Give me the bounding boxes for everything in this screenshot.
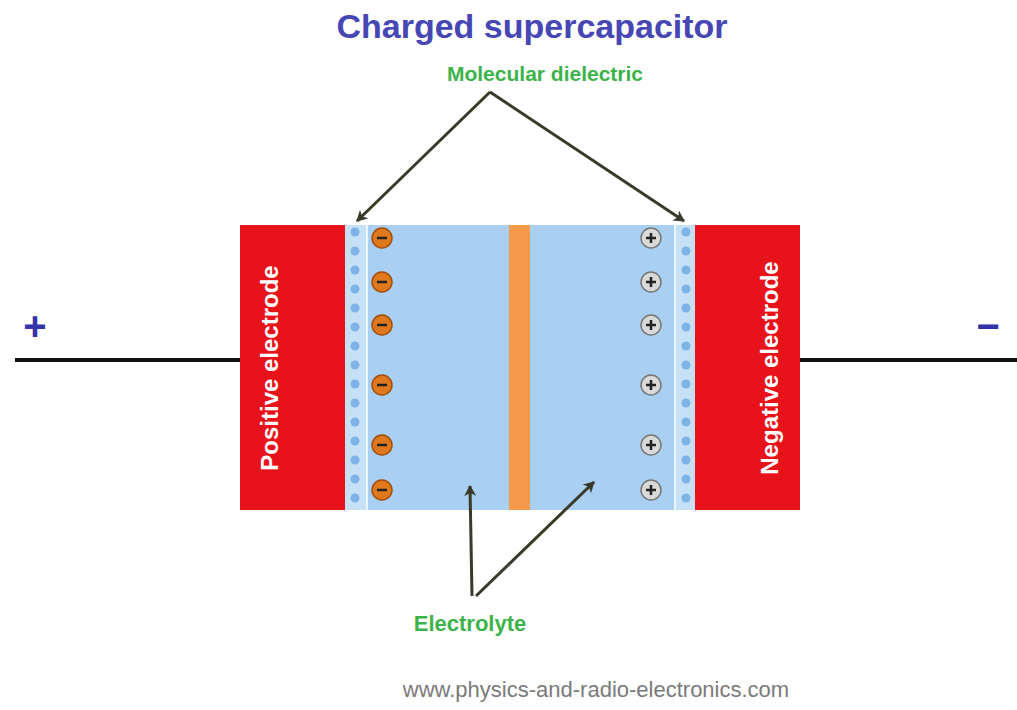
- dielectric-molecule: [682, 304, 691, 313]
- callout-label: Molecular dielectric: [447, 62, 643, 86]
- watermark: www.physics-and-radio-electronics.com: [403, 677, 789, 703]
- dielectric-molecule: [351, 304, 360, 313]
- ion-sign: [650, 440, 653, 450]
- dielectric-molecule: [351, 437, 360, 446]
- dielectric-molecule: [682, 228, 691, 237]
- dielectric-molecule: [682, 380, 691, 389]
- dielectric-molecule: [351, 418, 360, 427]
- dielectric-molecule: [351, 361, 360, 370]
- ion-sign: [650, 233, 653, 243]
- dielectric-molecule: [682, 494, 691, 503]
- ion-sign: [377, 489, 387, 492]
- dielectric-layer: [345, 225, 367, 510]
- terminal-sign: +: [23, 304, 46, 349]
- positive-ion: [641, 315, 661, 335]
- leader-arrow: [357, 92, 490, 221]
- ion-sign: [377, 237, 387, 240]
- dielectric-boundary: [674, 225, 676, 510]
- dielectric-molecule: [351, 456, 360, 465]
- dielectric-boundary: [366, 225, 368, 510]
- dielectric-molecule: [682, 456, 691, 465]
- electrode-plate: Positive electrode: [240, 225, 345, 510]
- positive-ion: [641, 480, 661, 500]
- lead-wire: [800, 358, 1017, 362]
- dielectric-molecule: [351, 247, 360, 256]
- ion-sign: [377, 281, 387, 284]
- dielectric-molecule: [351, 266, 360, 275]
- negative-ion: [372, 435, 392, 455]
- positive-ion: [641, 375, 661, 395]
- dielectric-molecule: [682, 418, 691, 427]
- dielectric-layer: [675, 225, 695, 510]
- positive-ion: [641, 435, 661, 455]
- terminal-sign: −: [976, 304, 999, 349]
- dielectric-molecule: [682, 399, 691, 408]
- negative-ion: [372, 228, 392, 248]
- title: Charged supercapacitor: [336, 7, 727, 46]
- dielectric-molecule: [351, 342, 360, 351]
- ion-layer: [308, 228, 722, 503]
- leader-arrow: [470, 486, 472, 596]
- dielectric-molecule: [351, 323, 360, 332]
- electrolyte-region: [345, 225, 695, 510]
- lead-wire: [15, 358, 240, 362]
- negative-ion: [372, 272, 392, 292]
- electrode-label: Positive electrode: [256, 265, 284, 470]
- dielectric-molecule: [351, 380, 360, 389]
- dielectric-molecule: [682, 266, 691, 275]
- dielectric-molecule: [351, 285, 360, 294]
- electrode-label: Negative electrode: [756, 261, 784, 474]
- ion-sign: [650, 380, 653, 390]
- ion-sign: [377, 384, 387, 387]
- ion-sign: [377, 324, 387, 327]
- callout-label: Electrolyte: [414, 611, 527, 637]
- dielectric-molecule: [351, 228, 360, 237]
- dielectric-molecule: [682, 323, 691, 332]
- dielectric-molecule: [682, 475, 691, 484]
- dielectric-molecule: [682, 361, 691, 370]
- negative-ion: [372, 480, 392, 500]
- leader-arrow: [490, 92, 684, 221]
- dielectric-molecule: [351, 475, 360, 484]
- dielectric-molecule: [351, 494, 360, 503]
- dielectric-molecule: [682, 285, 691, 294]
- ion-sign: [650, 277, 653, 287]
- positive-ion: [641, 272, 661, 292]
- dielectric-molecule: [682, 437, 691, 446]
- ion-sign: [650, 320, 653, 330]
- leader-arrow: [476, 482, 594, 596]
- positive-ion: [641, 228, 661, 248]
- ion-sign: [377, 444, 387, 447]
- separator: [509, 225, 530, 510]
- negative-ion: [372, 375, 392, 395]
- electrode-plate: Negative electrode: [695, 225, 800, 510]
- dielectric-molecule: [351, 399, 360, 408]
- negative-ion: [372, 315, 392, 335]
- ion-sign: [650, 485, 653, 495]
- dielectric-molecule: [682, 247, 691, 256]
- dielectric-molecule: [682, 342, 691, 351]
